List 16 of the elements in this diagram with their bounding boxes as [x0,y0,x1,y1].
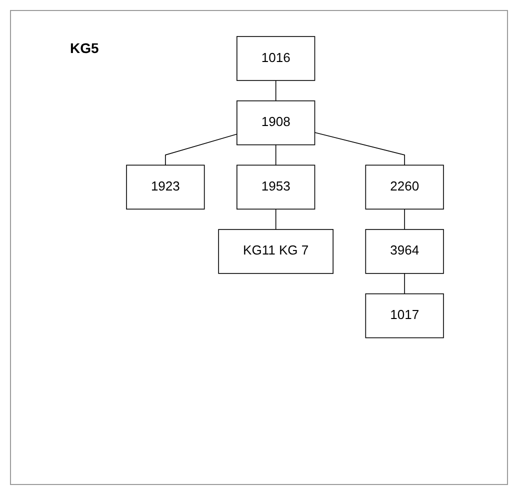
node-box: 1953 [236,164,316,210]
node-box: 3964 [365,229,444,274]
diagram-label: KG5 [70,40,99,56]
node-box: 1017 [365,293,444,338]
connector [275,144,276,166]
connector [275,80,276,102]
node-box: KG11 KG 7 [218,229,334,274]
node-box: 1908 [236,100,316,146]
node-box: 1923 [126,164,205,210]
node-box: 2260 [365,164,444,210]
connector [314,132,405,166]
connector [404,273,405,294]
connector [404,208,405,230]
node-box: 1016 [236,36,316,81]
connector [165,134,238,166]
connector [275,208,276,230]
